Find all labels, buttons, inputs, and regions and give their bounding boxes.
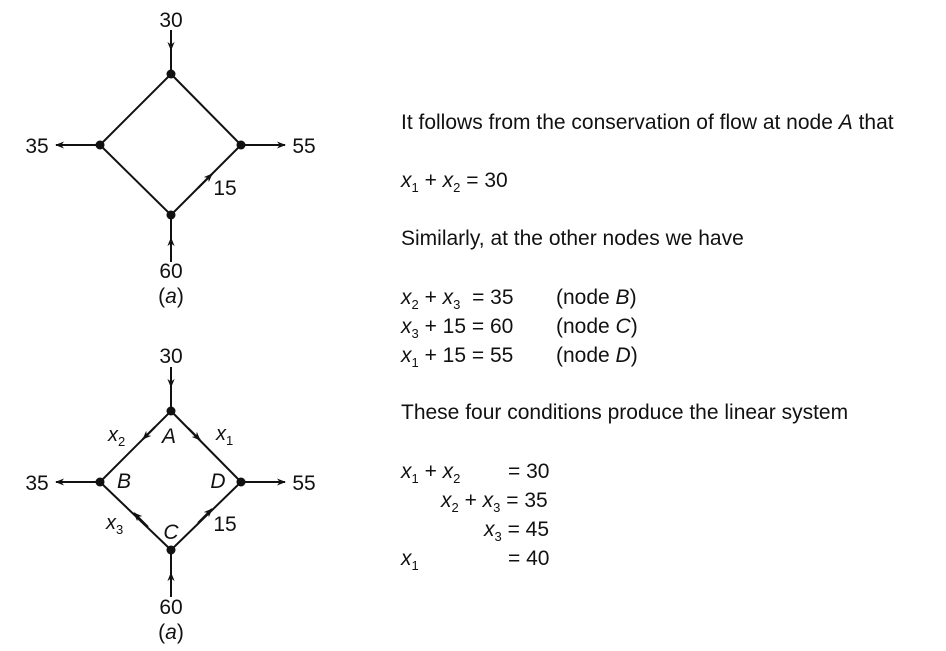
diagram-b-caption: (a)	[158, 621, 184, 644]
diagram-a-right-flow-label: 55	[292, 135, 315, 158]
diagram-b-x2-direction-arrow	[142, 426, 156, 440]
equation-node-a: x1 + x2 = 30	[401, 169, 508, 195]
diagram-b-node-d-label: D	[210, 470, 225, 493]
diagram-b-node-c-dot	[166, 545, 176, 555]
system-row-3: x3 = 45	[484, 518, 550, 544]
system-row-4-lhs: x1	[401, 547, 419, 573]
diagram-b-bottom-flow-label: 60	[159, 596, 182, 619]
system-row-2: x2 + x3 = 35	[441, 489, 548, 515]
similarly-sentence: Similarly, at the other nodes we have	[401, 227, 744, 250]
conclusion-sentence: These four conditions produce the linear…	[401, 401, 849, 424]
diagram-a-node-bottom	[166, 210, 176, 220]
diagram-b-top-flow-label: 30	[159, 345, 182, 368]
diagram-b-right-flow-label: 55	[292, 472, 315, 495]
diagram-b-x3-direction-arrow	[133, 512, 149, 528]
diagram-a-node-right	[236, 140, 246, 150]
diagram-b-x3-label: x3	[105, 512, 123, 537]
intro-sentence: It follows from the conservation of flow…	[401, 111, 894, 134]
diagram-a-bottom-flow-label: 60	[159, 260, 182, 283]
equation-node-b-note: (node B)	[556, 286, 637, 309]
diagram-a-node-top	[166, 69, 176, 79]
system-row-1-lhs: x1 + x2	[401, 460, 461, 486]
diagram-b-node-c-label: C	[163, 521, 179, 544]
diagram-a: 30 35 55 60 15 (a)	[25, 9, 315, 308]
diagram-b-x1-direction-arrow	[187, 427, 201, 441]
equation-node-b: x2 + x3 = 35	[401, 286, 514, 312]
diagram-b-x1-label: x1	[215, 423, 233, 448]
system-row-4-rhs: = 40	[508, 547, 550, 570]
diagram-a-caption: (a)	[158, 285, 184, 308]
intro-node-label: A	[838, 111, 853, 134]
diagram-a-edge-direction-arrow	[197, 173, 213, 189]
diagram-b-15-direction-arrow	[197, 508, 213, 524]
system-row-1-rhs: = 30	[508, 460, 550, 483]
diagram-b-node-d-dot	[236, 477, 246, 487]
diagram-b-node-a-label: A	[160, 425, 176, 448]
diagram-b-edge-flow-label: 15	[213, 513, 236, 536]
diagram-b-left-flow-label: 35	[25, 472, 48, 495]
diagram-b-node-b-dot	[95, 477, 105, 487]
diagram-a-node-left	[95, 140, 105, 150]
equation-node-c-note: (node C)	[556, 315, 638, 338]
diagram-a-top-flow-label: 30	[159, 9, 182, 32]
diagram-a-edge-flow-label: 15	[213, 177, 236, 200]
diagram-a-left-flow-label: 35	[25, 135, 48, 158]
diagram-b-node-b-label: B	[117, 470, 131, 493]
equation-node-c: x3 + 15 = 60	[401, 315, 514, 341]
diagram-b: 30 35 55 60 15 A B C D x2 x1 x3 (a)	[25, 345, 315, 644]
equation-node-d-note: (node D)	[556, 344, 638, 367]
equation-node-d: x1 + 15 = 55	[401, 344, 514, 370]
diagram-b-node-a-dot	[166, 406, 176, 416]
diagram-b-x2-label: x2	[107, 424, 125, 449]
